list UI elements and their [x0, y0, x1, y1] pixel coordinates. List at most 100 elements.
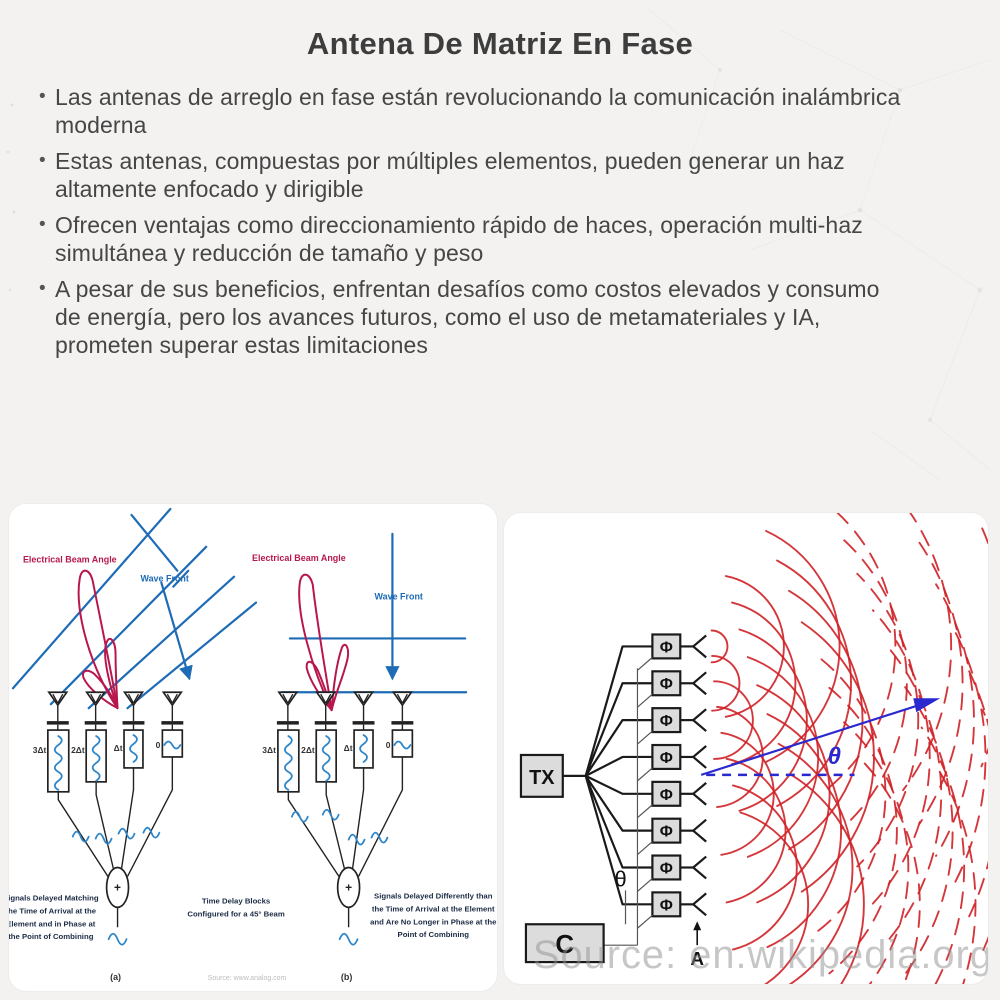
theta-control-label: θ — [615, 866, 627, 891]
sum-symbol: + — [345, 880, 352, 894]
time-delay-diagram: Electrical Beam Angle Wave Front — [9, 507, 497, 982]
svg-text:Point of Combining: Point of Combining — [398, 930, 470, 939]
antenna-element — [314, 691, 337, 731]
analog-source-watermark: Source: www.analog.com — [208, 975, 287, 982]
wavefront-arc — [935, 583, 975, 857]
delay-label: Δt — [344, 743, 353, 753]
center-caption: Time Delay Blocks Configured for a 45° B… — [187, 896, 285, 918]
wavefront-arc — [918, 541, 964, 825]
wavefront-arc — [716, 705, 764, 808]
antenna-element — [692, 745, 707, 769]
wavefront-arc — [856, 572, 920, 868]
bus-tap — [637, 693, 653, 708]
subfigure-tag-a: (a) — [110, 972, 121, 982]
diagram-a: Electrical Beam Angle Wave Front — [9, 507, 258, 982]
svg-text:and Are No Longer in Phase at: and Are No Longer in Phase at the — [370, 917, 497, 926]
wavefront-arc — [720, 731, 775, 856]
antenna-element — [692, 818, 707, 843]
phase-shifter-label: Φ — [660, 897, 673, 914]
antenna-element — [276, 691, 299, 731]
phase-shifter-row: Φ — [651, 817, 707, 844]
bus-tap — [637, 914, 653, 929]
beam-direction: θ — [700, 698, 941, 777]
phase-shifter-label: Φ — [660, 860, 673, 877]
array-axis-label: A — [690, 921, 704, 970]
controller-label: C — [555, 931, 574, 959]
wavefront-arc — [789, 773, 865, 984]
control-bus-taps — [637, 656, 653, 929]
a-label: A — [690, 949, 704, 970]
wavefront-arc — [777, 742, 854, 984]
antenna-element — [122, 691, 145, 731]
svg-text:the Point of Combining: the Point of Combining — [9, 932, 94, 941]
phase-shifter-row: Φ — [651, 780, 707, 807]
svg-text:Time Delay Blocks: Time Delay Blocks — [202, 896, 270, 905]
delay-label: 0 — [156, 740, 161, 750]
wavefront-arc — [968, 670, 988, 918]
wavefront-arc — [738, 628, 808, 812]
svg-text:Configured for a 45° Beam: Configured for a 45° Beam — [187, 909, 285, 918]
wavefront-arc — [858, 756, 921, 984]
bullet-item: Las antenas de arreglo en fase están rev… — [38, 83, 906, 139]
wavefront-arc — [776, 559, 852, 808]
beam-angle-label-b: Electrical Beam Angle — [252, 553, 346, 563]
wavefront-arc — [739, 811, 810, 984]
bus-tap — [637, 730, 653, 745]
antenna-element — [692, 782, 707, 806]
delay-block — [85, 729, 107, 783]
fan-wire — [584, 719, 653, 777]
page-title: Antena De Matriz En Fase — [306, 26, 694, 61]
up-arrowhead — [693, 921, 702, 931]
phase-shifter-row: Φ — [651, 707, 707, 734]
delay-block — [315, 729, 338, 783]
caption-a: Signals Delayed Matching the Time of Arr… — [9, 893, 99, 941]
antenna-element — [352, 691, 375, 731]
fan-wire — [584, 775, 653, 869]
wave-front-label-a: Wave Front — [140, 574, 188, 584]
fan-wire — [585, 755, 653, 777]
wavefront-arc — [766, 713, 842, 949]
caption-b: Signals Delayed Differently than the Tim… — [370, 891, 497, 939]
beam-arrowhead — [913, 698, 941, 713]
beam-arrow-shaft — [700, 700, 932, 776]
phase-shifter-label: Φ — [660, 750, 673, 767]
antenna-element — [692, 892, 707, 917]
phase-shifter-label: Φ — [660, 787, 673, 804]
delay-block — [46, 729, 70, 793]
beam-lobes-b — [298, 573, 350, 712]
phase-shifter-label: Φ — [660, 676, 673, 693]
wavefront-arc — [920, 726, 966, 984]
wavefront-lines-b — [280, 532, 468, 694]
wavefront-arc — [902, 513, 953, 792]
antenna-element — [692, 671, 707, 696]
fan-wire — [584, 775, 653, 832]
bus-tap — [637, 656, 653, 671]
wavefront-arc — [904, 686, 954, 976]
delay-block — [277, 729, 300, 793]
fan-wire — [584, 775, 653, 906]
combiner-b: + — [287, 756, 404, 946]
wavefront-arc — [871, 609, 931, 905]
controller-box — [524, 923, 605, 964]
wavefront-arc — [951, 626, 987, 888]
propagation-arrow-a — [160, 581, 193, 681]
wavefront-arc — [980, 525, 988, 768]
wavefront-arc — [841, 537, 908, 830]
wavefront-arc — [732, 784, 798, 951]
fan-wire — [584, 645, 653, 777]
beam-angle-label-a: Electrical Beam Angle — [23, 555, 117, 565]
bullet-item: Estas antenas, compuestas por múltiples … — [38, 147, 906, 203]
left-diagram-panel: Electrical Beam Angle Wave Front — [8, 503, 498, 992]
bullet-item: Ofrecen ventajas como direccionamiento r… — [38, 211, 906, 267]
phase-shifter-row: Φ — [651, 891, 707, 918]
svg-text:Signals Delayed Matching: Signals Delayed Matching — [9, 893, 99, 902]
bus-tap — [637, 877, 653, 892]
delay-blocks-b: 3Δt 2Δt Δt 0 — [262, 729, 414, 793]
svg-text:the Time of Arrival at the Ele: the Time of Arrival at the Element — [372, 904, 495, 913]
svg-text:Element and in Phase at: Element and in Phase at — [9, 919, 96, 928]
bus-tap — [637, 841, 653, 856]
antenna-element — [391, 691, 414, 731]
fan-wire — [584, 682, 653, 777]
